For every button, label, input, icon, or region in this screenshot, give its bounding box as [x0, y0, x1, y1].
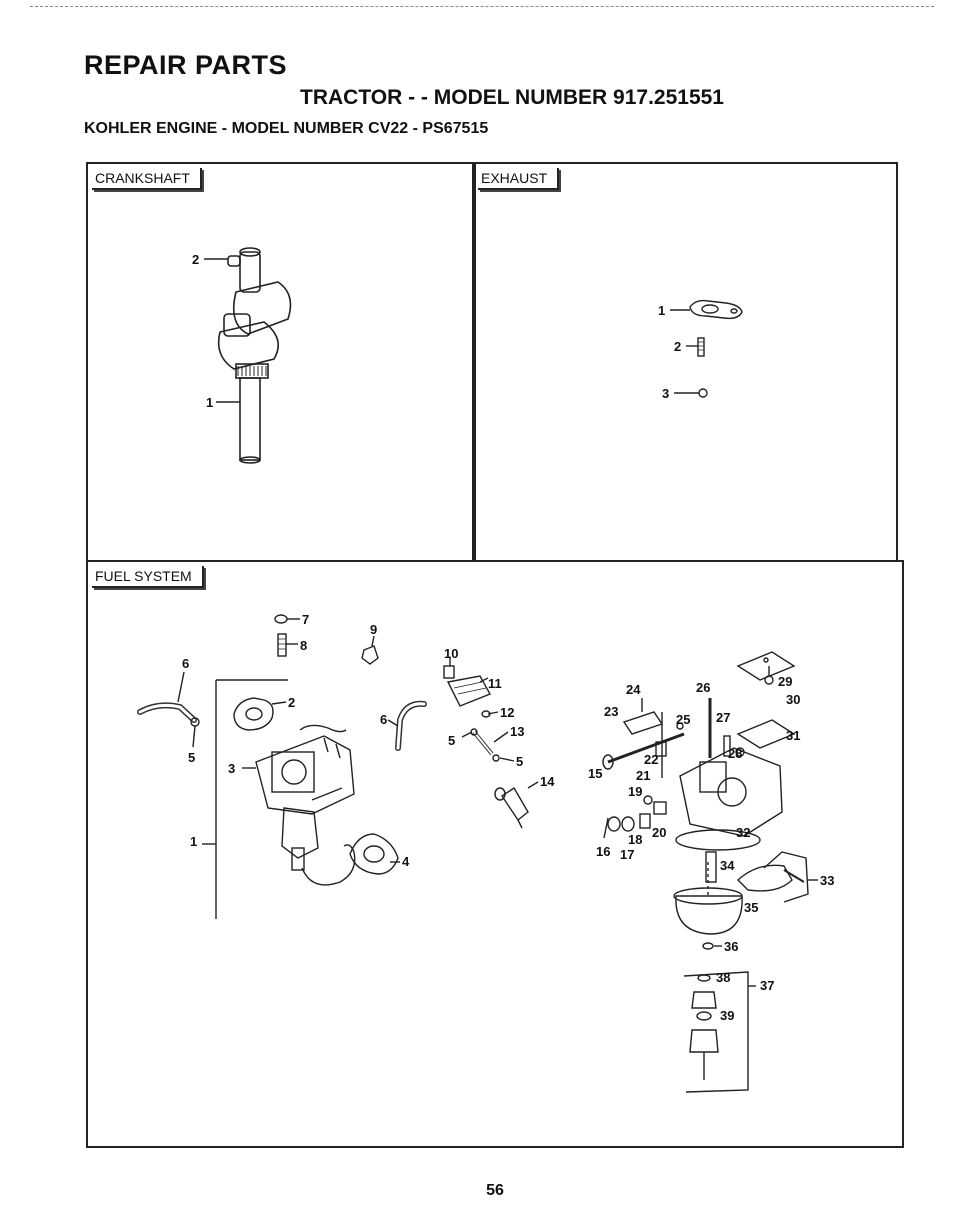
fuel-callout-39: 39: [720, 1008, 734, 1023]
fuel-callout-32: 32: [736, 825, 750, 840]
exhaust-label: EXHAUST: [478, 168, 560, 190]
fuel-callout-35: 35: [744, 900, 758, 915]
crankshaft-panel: CRANKSHAFT 2 1: [86, 162, 476, 562]
fuel-callout-8: 8: [300, 638, 307, 653]
model-heading: TRACTOR - - MODEL NUMBER 917.251551: [300, 86, 724, 109]
crankshaft-callout-1: 1: [206, 395, 213, 410]
fuel-callout-14: 14: [540, 774, 555, 789]
fuel-callout-5a: 5: [188, 750, 195, 765]
exhaust-stud: [697, 337, 705, 357]
fuel-callout-6a: 6: [182, 656, 189, 671]
fuel-callout-17: 17: [620, 847, 634, 862]
fuel-callout-6b: 6: [380, 712, 387, 727]
fuel-callout-34: 34: [720, 858, 735, 873]
fuel-callout-33: 33: [820, 873, 834, 888]
fuel-callout-15: 15: [588, 766, 602, 781]
fuel-callout-21: 21: [636, 768, 650, 783]
exhaust-callout-3: 3: [662, 386, 669, 401]
fuel-callout-19: 19: [628, 784, 642, 799]
exhaust-gasket: [689, 299, 743, 320]
fuel-callout-3: 3: [228, 761, 235, 776]
fuel-callout-5c: 5: [516, 754, 523, 769]
fuel-callout-26: 26: [696, 680, 710, 695]
exhaust-nut: [698, 388, 708, 398]
crankshaft-key: [227, 255, 241, 267]
exhaust-panel: EXHAUST 1 2 3: [472, 162, 898, 562]
fuel-system-diagram: 1 2 3 4 5 5 5 6 6 7 8 9 10 11 12 13 14 1…: [137, 612, 834, 1093]
fuel-callout-10: 10: [444, 646, 458, 661]
fuel-callout-2: 2: [288, 695, 295, 710]
top-rule: [30, 6, 934, 7]
fuel-callout-31: 31: [786, 728, 800, 743]
fuel-callout-36: 36: [724, 939, 738, 954]
fuel-callout-13: 13: [510, 724, 524, 739]
fuel-callout-20: 20: [652, 825, 666, 840]
fuel-callout-4: 4: [402, 854, 410, 869]
fuel-callout-12: 12: [500, 705, 514, 720]
fuel-callout-16: 16: [596, 844, 610, 859]
fuel-callout-1: 1: [190, 834, 197, 849]
fuel-callout-27: 27: [716, 710, 730, 725]
page-title: REPAIR PARTS: [84, 50, 288, 80]
crankshaft-callout-2: 2: [192, 252, 199, 267]
fuel-callout-38: 38: [716, 970, 730, 985]
fuel-callout-37: 37: [760, 978, 774, 993]
crankshaft-diagram: 2 1: [192, 247, 292, 464]
fuel-callout-22: 22: [644, 752, 658, 767]
crankshaft-label: CRANKSHAFT: [92, 168, 202, 190]
page-number: 56: [486, 1182, 504, 1199]
fuel-callout-28: 28: [728, 746, 742, 761]
fuel-callout-29: 29: [778, 674, 792, 689]
fuel-callout-24: 24: [626, 682, 641, 697]
fuel-system-panel: FUEL SYSTEM: [86, 560, 904, 1148]
fuel-system-label: FUEL SYSTEM: [92, 566, 204, 588]
fuel-callout-25: 25: [676, 712, 690, 727]
exhaust-callout-1: 1: [658, 303, 665, 318]
exhaust-callout-2: 2: [674, 339, 681, 354]
fuel-callout-7: 7: [302, 612, 309, 627]
fuel-callout-30: 30: [786, 692, 800, 707]
fuel-callout-11: 11: [488, 676, 502, 691]
exhaust-diagram: 1 2 3: [658, 299, 743, 401]
engine-heading: KOHLER ENGINE - MODEL NUMBER CV22 - PS67…: [84, 120, 489, 137]
fuel-callout-18: 18: [628, 832, 642, 847]
fuel-callout-5b: 5: [448, 733, 455, 748]
fuel-callout-9: 9: [370, 622, 377, 637]
fuel-callout-23: 23: [604, 704, 618, 719]
